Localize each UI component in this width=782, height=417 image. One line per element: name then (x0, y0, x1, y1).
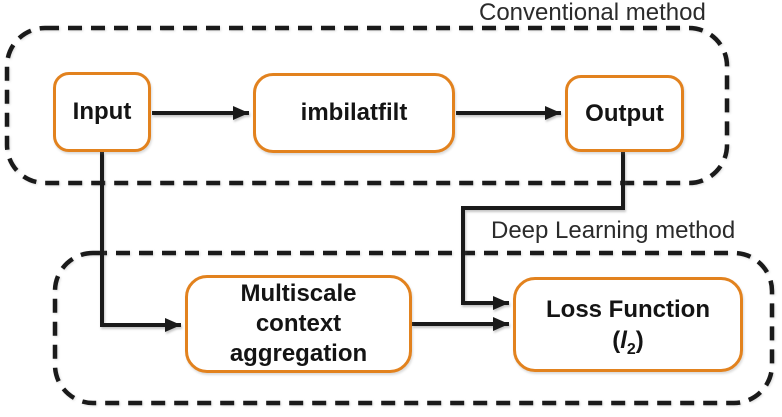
arrow-input-to-multiscale (100, 152, 181, 332)
node-multiscale-label: Multiscale context aggregation (229, 280, 368, 367)
conventional-group-label: Conventional method (479, 0, 706, 26)
node-input: Input (53, 72, 151, 152)
node-multiscale-context-aggregation: Multiscale context aggregation (185, 275, 412, 373)
deep-learning-group-label: Deep Learning method (491, 217, 736, 244)
conventional-group-border (4, 25, 730, 186)
node-input-label: Input (72, 98, 132, 125)
loss-subscript-2: 2 (626, 340, 636, 358)
node-imbilatfilt-label: imbilatfilt (300, 99, 408, 126)
node-loss-function: Loss Function (l2) (513, 277, 743, 372)
node-output: Output (565, 75, 684, 152)
node-output-label: Output (585, 99, 664, 127)
loss-l2-expression: (l2) (612, 326, 644, 358)
node-imbilatfilt: imbilatfilt (253, 73, 455, 153)
arrow-output-to-loss (461, 152, 625, 310)
deep-learning-group-border (52, 250, 775, 406)
loss-symbol-l: l (620, 326, 627, 354)
node-loss-label: Loss Function (l2) (546, 295, 710, 358)
